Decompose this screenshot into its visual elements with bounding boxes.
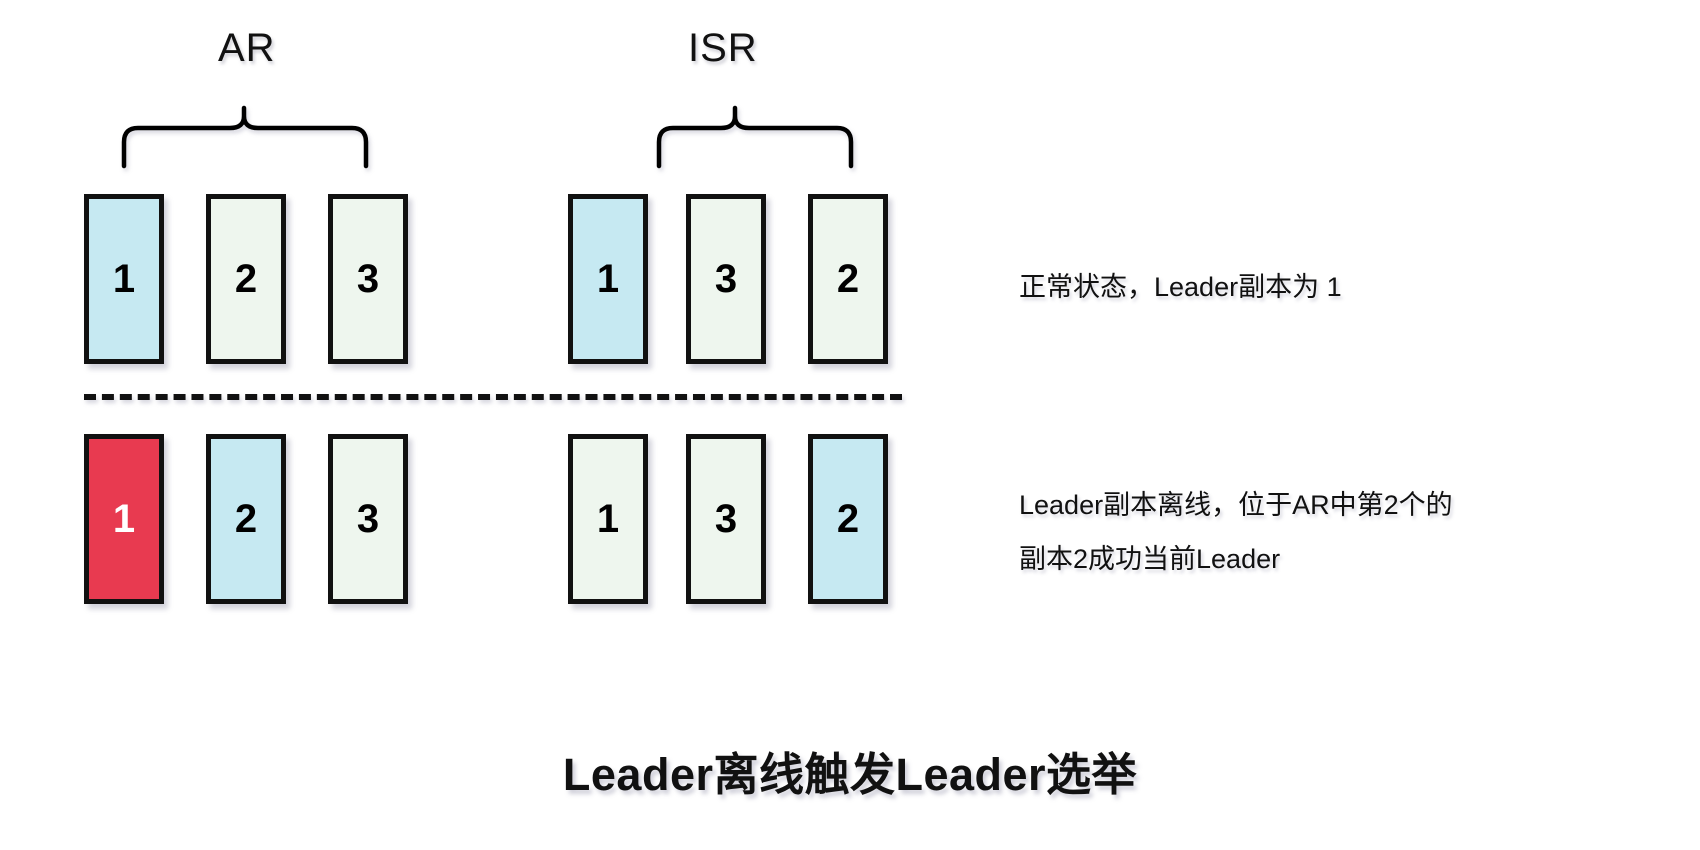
annotation-line-2: 副本2成功当前Leader — [1019, 544, 1281, 574]
replica-box-ar-r1-c2[interactable]: 2 — [206, 194, 286, 364]
diagram-title: Leader离线触发Leader选举 — [562, 749, 1138, 800]
replica-box-isr-r2-c1[interactable]: 1 — [568, 434, 648, 604]
annotation-leader-offline-state: Leader副本离线，位于AR中第2个的 副本2成功当前Leader — [1019, 478, 1453, 586]
annotation-normal-state: 正常状态，Leader副本为 1 — [1019, 272, 1342, 302]
section-divider — [84, 394, 902, 400]
replica-box-ar-r1-c1[interactable]: 1 — [84, 194, 164, 364]
replica-box-isr-r2-c3[interactable]: 2 — [808, 434, 888, 604]
replica-box-isr-r1-c1[interactable]: 1 — [568, 194, 648, 364]
brace-ar-icon — [121, 105, 369, 169]
group-label-isr: ISR — [688, 26, 758, 70]
replica-box-isr-r2-c2[interactable]: 3 — [686, 434, 766, 604]
annotation-line-1: Leader副本离线，位于AR中第2个的 — [1019, 490, 1453, 520]
group-label-ar: AR — [218, 26, 276, 70]
replica-box-ar-r2-c2[interactable]: 2 — [206, 434, 286, 604]
replica-box-isr-r1-c2[interactable]: 3 — [686, 194, 766, 364]
replica-box-ar-r1-c3[interactable]: 3 — [328, 194, 408, 364]
replica-box-ar-r2-c3[interactable]: 3 — [328, 434, 408, 604]
replica-box-ar-r2-c1[interactable]: 1 — [84, 434, 164, 604]
replica-box-isr-r1-c3[interactable]: 2 — [808, 194, 888, 364]
brace-isr-icon — [656, 105, 854, 169]
